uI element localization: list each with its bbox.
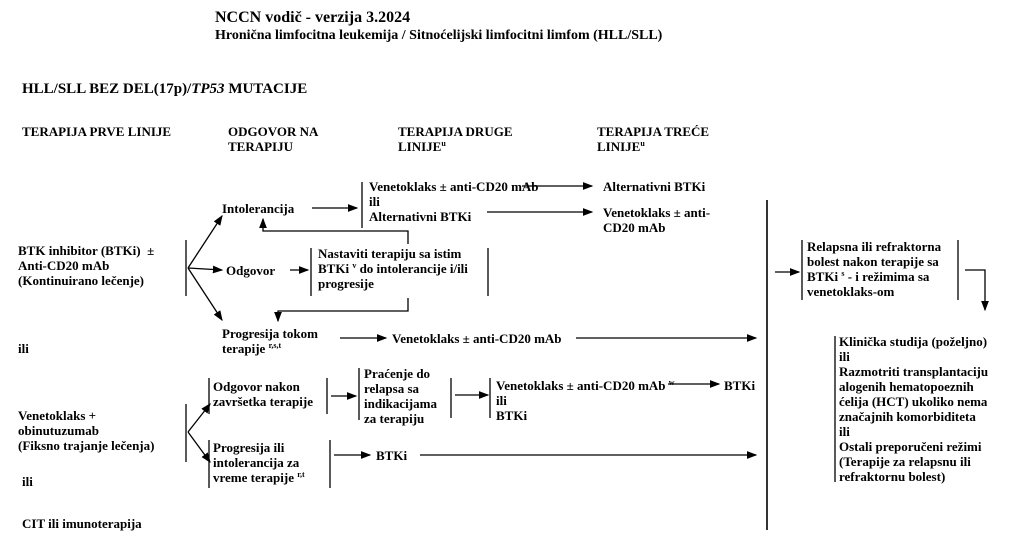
text: do intolerancije i/ili bbox=[356, 261, 468, 276]
cit-node: CIT ili imunoterapija bbox=[22, 516, 142, 531]
text-line: Relapsna ili refraktorna bolest nakon te… bbox=[807, 239, 942, 269]
page-title: NCCN vodič - verzija 3.2024 bbox=[215, 9, 411, 26]
response-node: Odgovor bbox=[226, 263, 276, 278]
column-header-second-line: TERAPIJA DRUGE LINIJEu bbox=[398, 124, 513, 154]
text-line: Venetoklaks ± anti-CD20 mAb w bbox=[496, 378, 675, 393]
header-text: TERAPIJA DRUGE LINIJE bbox=[398, 124, 513, 154]
intolerance-second-line-node: Venetoklaks ± anti-CD20 mAb ili Alternat… bbox=[369, 179, 539, 224]
progression-node: Progresija tokom terapije r,s,t bbox=[222, 326, 318, 356]
page-subtitle: Hronična limfocitna leukemija / Sitnoćel… bbox=[215, 28, 663, 43]
intolerance-node: Intolerancija bbox=[222, 201, 295, 216]
ven-third-line-node: BTKi bbox=[724, 378, 756, 393]
or-label: ili bbox=[22, 474, 33, 489]
footnote-ref: u bbox=[640, 139, 645, 148]
column-header-response: ODGOVOR NA TERAPIJU bbox=[228, 124, 319, 154]
ven-progression-second-line: BTKi bbox=[376, 448, 408, 463]
text-line: Progresija tokom bbox=[222, 326, 318, 341]
text: - i režimima sa bbox=[844, 269, 930, 284]
intolerance-third-line-a: Alternativni BTKi bbox=[603, 179, 706, 194]
text-line: progresije bbox=[318, 276, 374, 291]
text: vreme terapije bbox=[213, 470, 298, 485]
progression-second-line-node: Venetoklaks ± anti-CD20 mAb bbox=[392, 331, 562, 346]
section-title: HLL/SLL BEZ DEL(17p)/TP53 MUTACIJE bbox=[22, 81, 307, 98]
footnote-ref: s bbox=[841, 269, 845, 278]
section-title-part: HLL/SLL BEZ DEL(17p)/ bbox=[22, 81, 192, 97]
text: Venetoklaks ± anti-CD20 mAb bbox=[496, 378, 669, 393]
final-options-node: Klinička studija (poželjno) ili Razmotri… bbox=[839, 334, 989, 484]
venetoclax-first-line-node: Venetoklaks + obinutuzumab (Fiksno traja… bbox=[18, 408, 155, 453]
footnote-ref: w bbox=[668, 378, 675, 387]
btki-first-line-node: BTK inhibitor (BTKi) ± Anti-CD20 mAb (Ko… bbox=[18, 243, 155, 288]
text-line: Nastaviti terapiju sa istim bbox=[318, 246, 462, 261]
text-line: terapije r,s,t bbox=[222, 341, 318, 356]
section-title-gene: TP53 bbox=[191, 81, 225, 97]
text: BTKi bbox=[318, 261, 353, 276]
section-title-part: MUTACIJE bbox=[224, 81, 308, 97]
footnote-ref: u bbox=[441, 139, 446, 148]
footnote-ref: r,t bbox=[297, 470, 305, 479]
header-text: TERAPIJA TREĆE LINIJE bbox=[597, 124, 710, 154]
ven-second-line-node: Venetoklaks ± anti-CD20 mAb w ili BTKi bbox=[496, 378, 675, 423]
or-label: ili bbox=[18, 341, 29, 356]
relapse-node: Relapsna ili refraktorna bolest nakon te… bbox=[807, 239, 941, 299]
text-line: BTKi s - i režimima sa bbox=[807, 269, 941, 284]
text-line: BTKi v do intolerancije i/ili bbox=[318, 261, 468, 276]
ven-progression-node: Progresija ili intolerancija za vreme te… bbox=[213, 440, 305, 485]
footnote-ref: v bbox=[352, 261, 357, 270]
text-line: venetoklaks-om bbox=[807, 284, 895, 299]
column-header-first-line: TERAPIJA PRVE LINIJE bbox=[22, 124, 172, 139]
text-line: vreme terapije r,t bbox=[213, 470, 305, 485]
monitoring-node: Praćenje do relapsa sa indikacijama za t… bbox=[364, 366, 437, 426]
text-line: Progresija ili intolerancija za bbox=[213, 440, 300, 470]
column-header-third-line: TERAPIJA TREĆE LINIJEu bbox=[597, 124, 709, 154]
footnote-ref: r,s,t bbox=[268, 341, 282, 350]
continue-therapy-node: Nastaviti terapiju sa istim BTKi v do in… bbox=[318, 246, 468, 291]
intolerance-third-line-b: Venetoklaks ± anti- CD20 mAb bbox=[603, 205, 711, 235]
text: terapije bbox=[222, 341, 269, 356]
ven-response-node: Odgovor nakon završetka terapije bbox=[213, 379, 313, 409]
text-line: ili BTKi bbox=[496, 393, 528, 423]
text: BTKi bbox=[807, 269, 842, 284]
